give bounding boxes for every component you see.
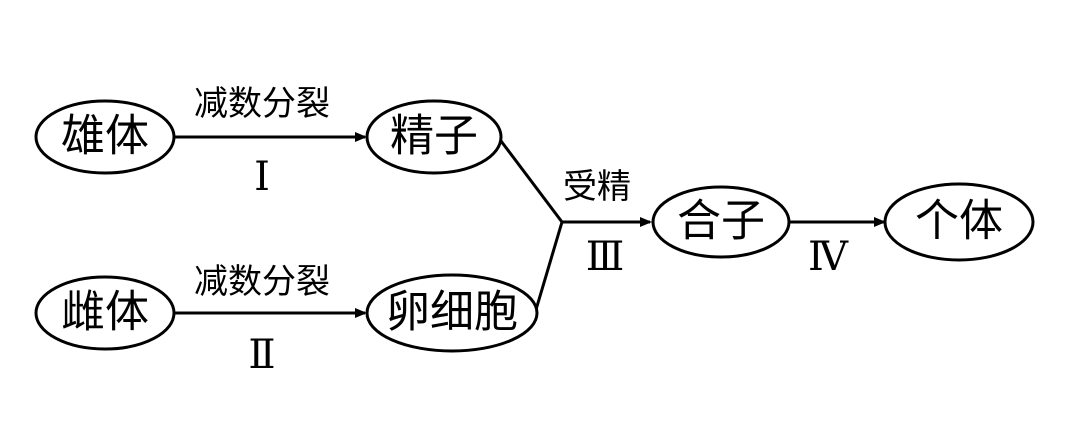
node-sperm: 精子 [365, 99, 503, 175]
edge-step-fertilization: Ⅲ [586, 234, 625, 279]
line-sperm-to-junction [496, 136, 564, 223]
edge-label-meiosis-male: 减数分裂 [194, 84, 330, 124]
edge-label-fertilization: 受精 [563, 167, 631, 207]
node-female-label: 雌体 [61, 287, 149, 338]
node-egg-label: 卵细胞 [386, 287, 518, 338]
node-male-label: 雄体 [61, 111, 149, 162]
edge-step-development: Ⅳ [808, 234, 849, 279]
node-zygote: 合子 [651, 185, 791, 259]
line-egg-to-junction [533, 221, 564, 314]
node-zygote-label: 合子 [677, 196, 765, 247]
edge-step-male: Ⅰ [254, 154, 270, 199]
node-individual-label: 个体 [915, 196, 1003, 247]
node-sperm-label: 精子 [390, 111, 478, 162]
node-individual: 个体 [883, 182, 1035, 262]
node-male: 雄体 [34, 99, 176, 175]
edge-label-meiosis-female: 减数分裂 [194, 262, 330, 302]
edge-step-female: Ⅱ [248, 332, 275, 377]
node-female: 雌体 [34, 275, 176, 351]
node-egg: 卵细胞 [365, 273, 539, 353]
